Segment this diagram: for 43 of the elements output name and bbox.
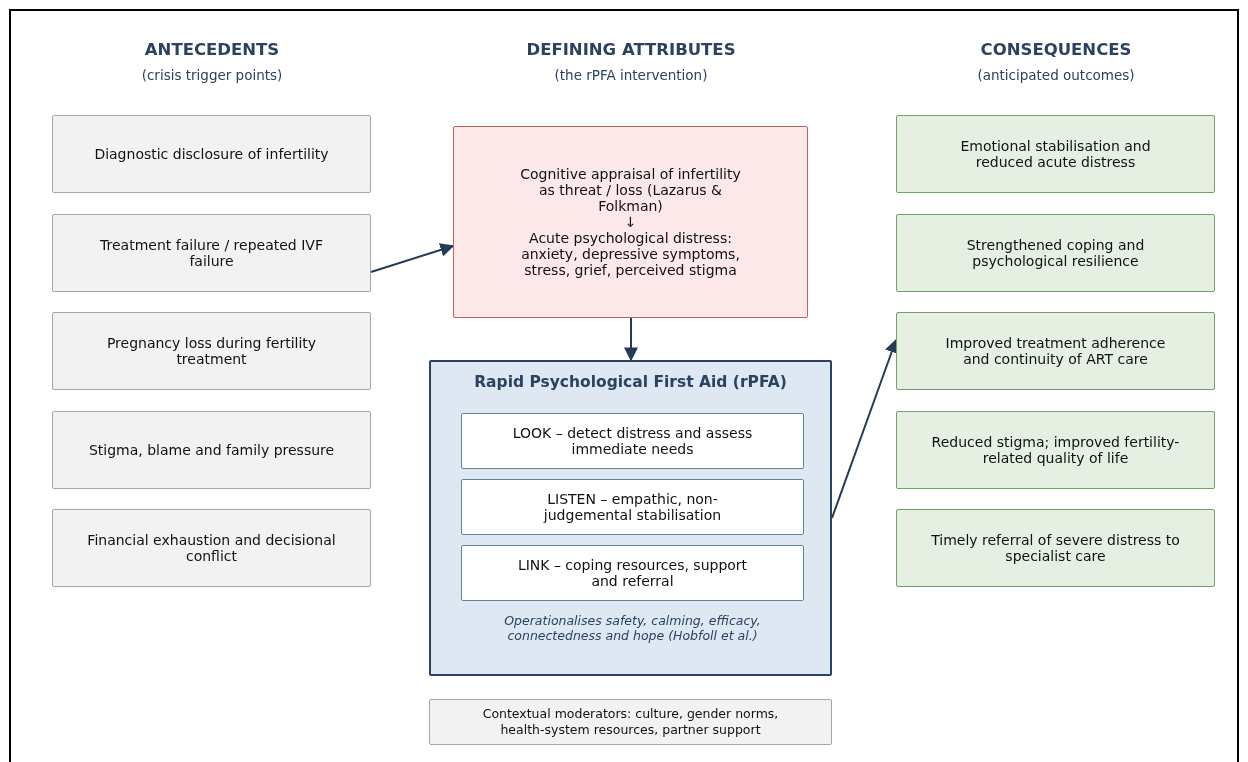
arrow [370,243,455,273]
box-text: LINK – coping resources, support and referral [516,557,749,589]
column-heading: DEFINING ATTRIBUTES [525,40,737,59]
box-text: Financial exhaustion and decisional conflict [86,532,337,564]
column-subheading: (crisis trigger points) [140,67,284,83]
box-text: Pregnancy loss during fertility treatment [105,335,318,367]
step-box [461,545,804,601]
box-text: Cognitive appraisal of infertility as threat / loss (Lazarus & Folkman) [519,166,742,214]
box-text: Contextual moderators: culture, gender norms, health-system resources, partner support [481,706,780,738]
box-text: LISTEN – empathic, non-judgemental stabilisation [542,491,723,523]
antecedent-box [52,509,371,587]
consequence-box [896,411,1215,489]
box-text: Acute psychological distress: anxiety, depressive symptoms, stress, grief, perceived stigma [520,230,741,278]
box-text: Reduced stigma; improved fertility-related quality of life [930,434,1181,466]
box-text: Improved treatment adherence and continuity of ART care [944,335,1167,367]
box-text: Stigma, blame and family pressure [88,442,335,458]
box-text: LOOK – detect distress and assess immediate needs [511,425,754,457]
consequence-box [896,214,1215,292]
box-text: Emotional stabilisation and reduced acute distress [959,138,1152,170]
consequence-box [896,509,1215,587]
flow-arrow-glyph: ↓ [624,214,637,230]
step-box [461,413,804,469]
arrow [624,317,638,362]
column-subheading: (anticipated outcomes) [976,67,1136,83]
box-text: Diagnostic disclosure of infertility [94,146,329,162]
column-subheading: (the rPFA intervention) [553,67,709,83]
column-heading: ANTECEDENTS [143,40,281,59]
panel-title: Rapid Psychological First Aid (rPFA) [473,374,788,390]
box-text: Treatment failure / repeated IVF failure [99,237,324,269]
consequence-box [896,115,1215,193]
antecedent-box [52,214,371,292]
appraisal-box [453,126,808,318]
antecedent-box [52,115,371,193]
step-box [461,479,804,535]
consequence-box [896,312,1215,390]
box-text: Strengthened coping and psychological resilience [965,237,1146,269]
moderator-box [429,699,832,745]
antecedent-box [52,312,371,390]
intervention-panel [429,360,832,676]
box-text: Timely referral of severe distress to specialist care [930,532,1181,564]
panel-note: Operationalises safety, calming, efficacy, connectedness and hope (Hobfoll et al.) [503,613,762,643]
column-heading: CONSEQUENCES [979,40,1133,59]
antecedent-box [52,411,371,489]
